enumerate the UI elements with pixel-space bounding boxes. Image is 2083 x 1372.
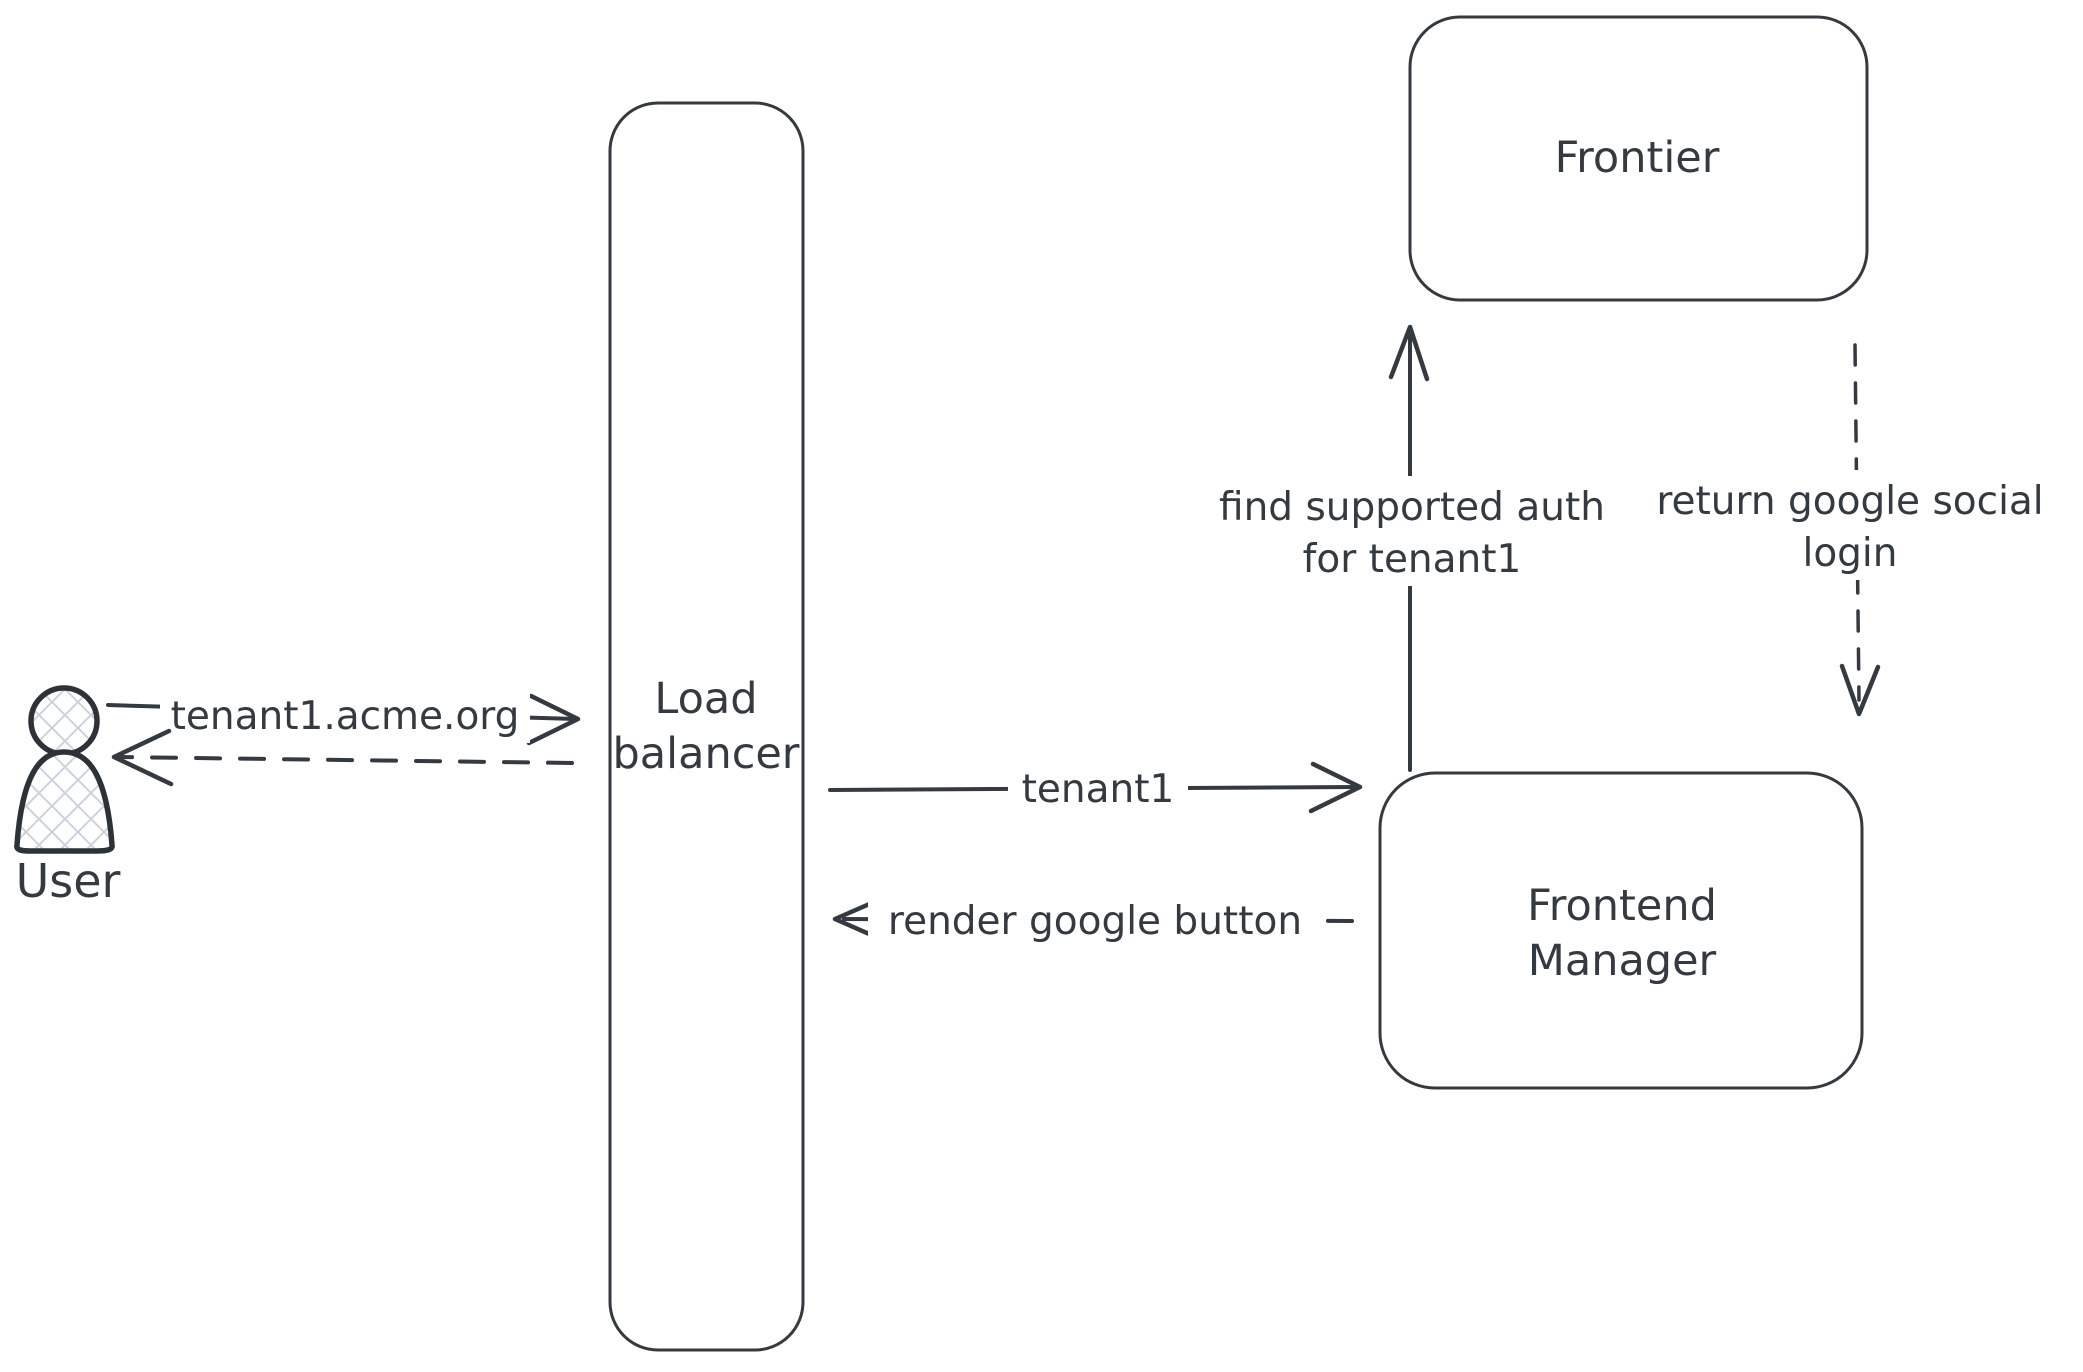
- frontend-manager-label-line2: Manager: [1528, 936, 1717, 986]
- edge-label: tenant1: [1022, 767, 1175, 812]
- edge-load-balancer-to-user-return: [111, 728, 574, 787]
- edge-label-bg: [1630, 470, 2070, 580]
- edge-frontend-manager-to-load-balancer-return: render google button: [832, 892, 1354, 948]
- user-actor: User: [14, 685, 121, 908]
- node-load-balancer: Load balancer: [608, 101, 805, 1352]
- edge-label-line2: login: [1802, 531, 1897, 576]
- load-balancer-box: [608, 101, 805, 1352]
- edge-label: tenant1.acme.org: [171, 694, 520, 739]
- user-icon: [28, 685, 100, 757]
- edge-label-line2: for tenant1: [1303, 537, 1522, 582]
- edge-label-bg: [1008, 760, 1188, 816]
- load-balancer-label-line1: Load: [654, 674, 757, 724]
- load-balancer-label-line2: balancer: [613, 729, 800, 779]
- frontend-manager-label-line1: Frontend: [1527, 881, 1717, 931]
- arrow-right-icon: [526, 693, 581, 746]
- frontier-box: [1408, 15, 1869, 302]
- arrow-left-icon: [111, 728, 174, 787]
- edge-label-line1: return google social: [1656, 479, 2043, 524]
- edge-line-dashed: [1853, 343, 1861, 702]
- edge-label: render google button: [888, 899, 1302, 944]
- edge-label-line1: find supported auth: [1219, 485, 1605, 530]
- edge-label-bg: [160, 687, 530, 743]
- user-icon-body: [14, 749, 115, 854]
- edge-label-bg: [868, 892, 1323, 948]
- frontier-label: Frontier: [1555, 133, 1720, 183]
- node-frontier: Frontier: [1408, 15, 1869, 302]
- arrow-down-icon: [1839, 663, 1881, 717]
- node-frontend-manager: Frontend Manager: [1378, 771, 1864, 1090]
- edge-label-bg: [1197, 476, 1627, 586]
- edge-frontend-manager-to-frontier: find supported auth for tenant1: [1197, 324, 1627, 772]
- edge-frontier-to-frontend-manager-return: return google social login: [1630, 343, 2070, 717]
- frontend-manager-box: [1378, 771, 1864, 1090]
- arrow-up-icon: [1388, 324, 1430, 382]
- edge-load-balancer-to-frontend-manager: tenant1: [828, 760, 1363, 816]
- edge-line-dashed: [116, 755, 574, 765]
- user-label: User: [16, 854, 121, 908]
- edge-user-to-load-balancer: tenant1.acme.org: [106, 687, 581, 746]
- arrow-right-icon: [1308, 761, 1363, 814]
